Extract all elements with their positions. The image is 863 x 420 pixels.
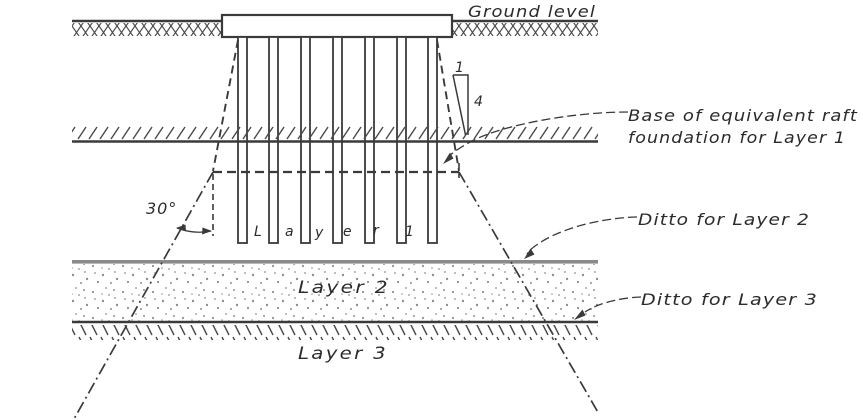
layer1-letter: r bbox=[373, 223, 380, 239]
arrow-angle-left bbox=[176, 224, 186, 232]
spread-line-left bbox=[212, 39, 239, 172]
slope-rise-label: 1 bbox=[455, 60, 464, 76]
slope-run-label: 4 bbox=[474, 94, 483, 110]
leader-base-layer1 bbox=[447, 111, 629, 158]
annotation-base-layer1-line2: foundation for Layer 1 bbox=[628, 128, 846, 147]
pile-cap bbox=[220, 13, 454, 39]
layer2-label: Layer 2 bbox=[298, 278, 390, 298]
arrowheads bbox=[176, 152, 586, 320]
layer1-letter: a bbox=[285, 224, 294, 240]
layer3-label: Layer 3 bbox=[298, 344, 388, 364]
ground-hatch-left bbox=[72, 23, 222, 36]
raft-layer1-hatch bbox=[72, 126, 598, 140]
arrow-angle-right bbox=[202, 227, 212, 235]
annotation-ditto-layer3: Ditto for Layer 3 bbox=[641, 290, 818, 309]
stress-spread-line-right bbox=[458, 171, 600, 415]
layer1-label-letters: L a y e r 1 bbox=[254, 223, 414, 241]
layer1-letter: 1 bbox=[405, 224, 414, 240]
leader-ditto-layer2 bbox=[526, 216, 638, 255]
spread-line-right bbox=[436, 39, 460, 172]
layer1-letter: y bbox=[314, 225, 324, 241]
arrow-base-layer1 bbox=[443, 152, 454, 164]
line-work bbox=[72, 13, 642, 420]
ground-hatch-right bbox=[452, 23, 598, 36]
layer2-stipple-texture bbox=[72, 264, 598, 321]
annotation-ditto-layer2: Ditto for Layer 2 bbox=[638, 210, 810, 229]
angle-label: 30° bbox=[146, 199, 177, 218]
layer1-letter: e bbox=[343, 224, 352, 240]
figure-text: Ground level 1 4 30° L a y e r 1 Layer 2… bbox=[146, 2, 858, 364]
layer2-top-boundary bbox=[72, 260, 598, 264]
arrow-ditto-layer2 bbox=[524, 248, 535, 259]
stress-spread-line-left bbox=[73, 171, 214, 420]
leader-ditto-layer3 bbox=[584, 296, 642, 313]
arrow-ditto-layer3 bbox=[574, 309, 586, 320]
layer3-hatch bbox=[72, 325, 598, 340]
slope-indicator bbox=[452, 74, 469, 136]
layer1-letter: L bbox=[254, 224, 262, 240]
ground-level-label: Ground level bbox=[468, 2, 596, 21]
annotation-base-layer1-line1: Base of equivalent raft bbox=[628, 106, 858, 125]
